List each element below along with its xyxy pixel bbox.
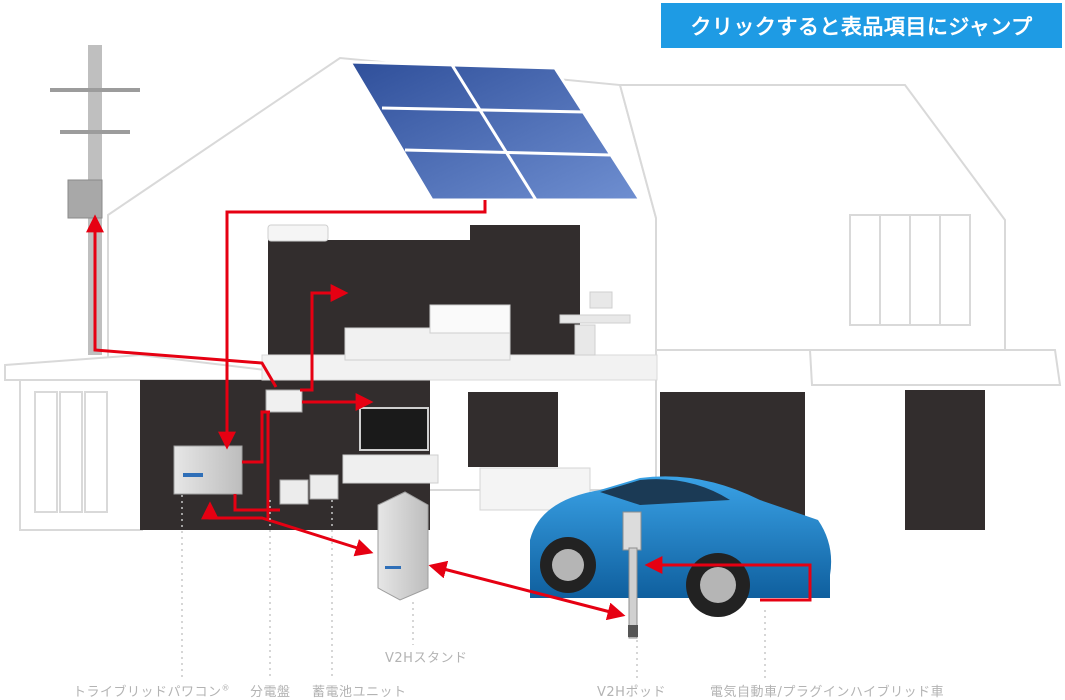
tribrid-inverter[interactable]	[173, 445, 243, 495]
bed	[344, 304, 511, 361]
v2h-pod[interactable]	[622, 511, 642, 639]
jump-to-products-button[interactable]: クリックすると表品項目にジャンプ	[661, 3, 1062, 48]
v2h-stand[interactable]	[377, 491, 429, 601]
label-leader-lines	[181, 495, 766, 678]
distribution-board[interactable]	[265, 389, 303, 413]
utility-pole	[50, 45, 140, 355]
label-v2h-stand[interactable]: V2Hスタンド	[385, 651, 468, 666]
energy-flow-lines	[86, 200, 812, 621]
label-battery-unit[interactable]: 蓄電池ユニット	[312, 685, 407, 700]
label-distribution-board[interactable]: 分電盤	[250, 685, 291, 700]
label-electric-vehicle[interactable]: 電気自動車/プラグインハイブリッド車	[710, 685, 945, 700]
tv-set	[342, 407, 439, 484]
solar-panel[interactable]	[347, 60, 643, 202]
desk	[559, 291, 631, 356]
label-tribrid-inverter[interactable]: トライブリッドパワコン®	[73, 681, 230, 700]
air-conditioner	[267, 224, 329, 242]
label-v2h-pod[interactable]: V2Hポッド	[597, 685, 666, 700]
registered-mark: ®	[221, 683, 231, 693]
battery-unit[interactable]	[279, 474, 339, 505]
label-tribrid-text: トライブリッドパワコン	[73, 685, 222, 700]
